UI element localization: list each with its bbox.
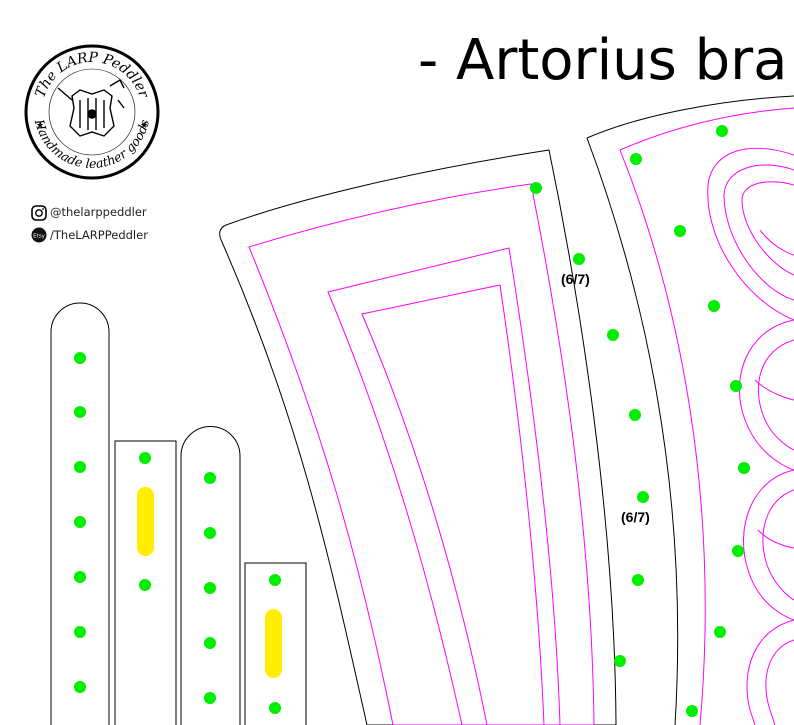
piece-label: (6/7): [621, 509, 650, 525]
instagram-handle[interactable]: @thelarppeddler: [50, 205, 147, 219]
svg-text:★: ★: [36, 121, 44, 131]
buckle-slot: [265, 609, 282, 678]
buckle-slot: [137, 487, 154, 556]
leather-hide-icon: [57, 79, 125, 137]
instagram-icon: [31, 205, 47, 221]
strap-1: [50, 302, 110, 725]
logo-seal: The LARP Peddler Handmade leather goods …: [24, 44, 160, 180]
bracer-piece-left: [219, 149, 617, 725]
svg-text:Etsy: Etsy: [33, 234, 45, 240]
instagram-handle-row: @thelarppeddler: [31, 205, 147, 219]
strap-4: [244, 562, 307, 725]
strap-2: [114, 440, 177, 725]
page-title: - Artorius bra: [418, 28, 788, 93]
stitch-holes: [74, 125, 750, 717]
strap-3: [180, 426, 241, 725]
bracer-piece-right: [586, 95, 794, 725]
etsy-handle[interactable]: /TheLARPPeddler: [50, 228, 148, 242]
celtic-knotwork: [707, 147, 794, 725]
etsy-icon: Etsy: [31, 227, 47, 243]
piece-label: (6/7): [561, 271, 590, 287]
etsy-handle-row: /TheLARPPeddler: [31, 228, 148, 242]
svg-text:★: ★: [140, 121, 148, 131]
